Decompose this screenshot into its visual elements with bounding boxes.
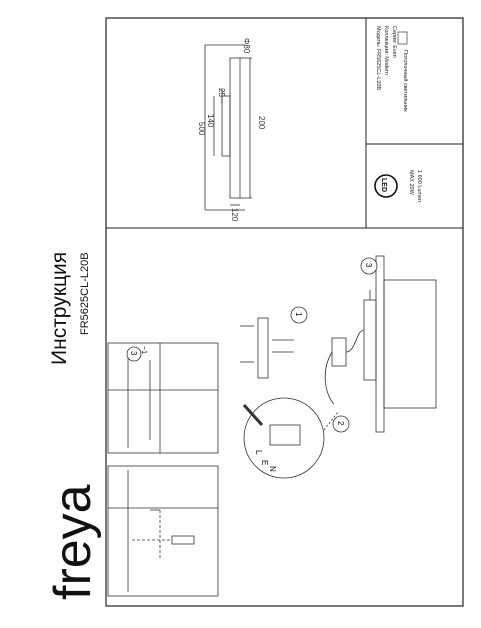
- spec-model: Модель: FR5625CL-L20B: [375, 26, 381, 90]
- dim-120: 120: [230, 208, 239, 222]
- spec-type: Потолочный светильник: [402, 50, 409, 112]
- step3-panel-marker: [126, 346, 142, 362]
- step1-label: 1: [294, 312, 303, 317]
- screwdriver-icon: [171, 535, 195, 545]
- led-badge-label: LED: [380, 178, 387, 192]
- lamp-body-outline: [229, 57, 241, 199]
- brand-logo: freya: [44, 484, 102, 600]
- lamp-base-outline: [221, 95, 231, 157]
- dim-25: 25: [217, 88, 226, 97]
- bracket-assembly: [240, 317, 294, 379]
- step1-marker: [290, 306, 308, 324]
- driver-cable: [345, 329, 365, 353]
- dim-200: 200: [257, 116, 266, 130]
- terminal-block: [269, 424, 301, 446]
- model-code: FR5625CL-L20B: [79, 252, 91, 335]
- lamp-shade: [383, 279, 437, 409]
- step2-marker: [332, 415, 350, 433]
- panel-drill-frame: [107, 465, 219, 597]
- wire-label-e: E: [260, 460, 269, 465]
- led-badge-icon: [374, 174, 398, 198]
- wire-label-l: L: [254, 450, 263, 455]
- dimension-drawing: [204, 44, 252, 211]
- step3-panel-label: 3: [129, 351, 138, 356]
- panel-fix-frame: [107, 342, 219, 454]
- page-title: Инструкция: [48, 252, 71, 365]
- spec-lumen: 1 600 Lumen: [416, 170, 422, 202]
- lamp-assembly: [324, 255, 437, 433]
- lamp-body: [375, 255, 385, 433]
- step2-label: 2: [336, 421, 345, 426]
- spec-power: MAX 20W: [408, 170, 414, 196]
- panel-drill: [107, 465, 219, 597]
- mounting-bracket: [257, 317, 269, 379]
- step3-label: 3: [364, 263, 373, 268]
- spec-series: Серия: Even: [391, 26, 397, 58]
- wire-label-n: N: [268, 466, 277, 472]
- dim-140: 140: [206, 114, 215, 128]
- wiring-detail: [242, 397, 339, 479]
- driver-box: [331, 337, 347, 367]
- gap-label: ~1: [140, 346, 147, 354]
- step3-marker: [360, 257, 378, 275]
- panel-fix: [107, 342, 219, 454]
- spec-collection: Коллекция: Modern: [383, 26, 389, 75]
- dim-phi80: Φ80: [242, 38, 251, 54]
- outer-frame: [105, 17, 464, 607]
- wiring-magnifier: [243, 397, 325, 479]
- wire-bundle: [242, 403, 264, 427]
- dim-500: 500: [197, 122, 206, 136]
- supply-cable: [324, 351, 335, 405]
- ceiling-lamp-icon: [397, 31, 408, 45]
- lamp-mount-plate: [363, 299, 377, 381]
